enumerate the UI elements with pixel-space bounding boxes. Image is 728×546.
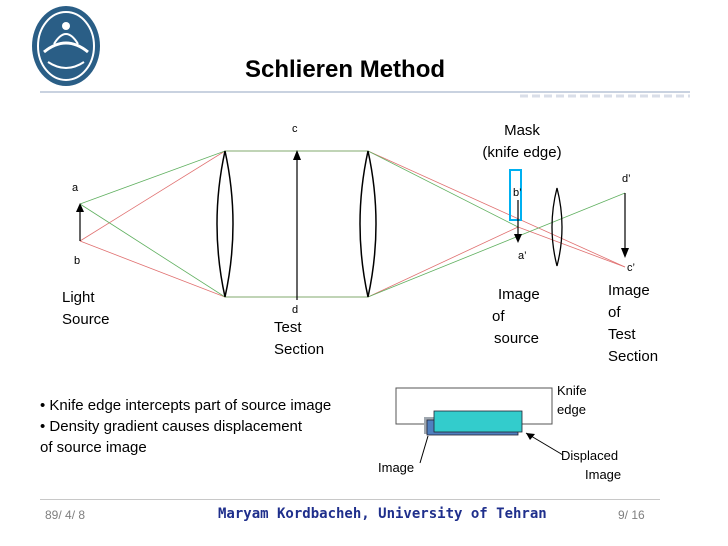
green-rays [79,150,626,298]
label-c: c [292,123,298,135]
bullet-item: • Density gradient causes displacement [40,418,303,435]
knife-edge-label: Knife edge [557,383,587,417]
image-label: Image [378,460,415,475]
page-number: 9/ 16 [618,508,645,522]
slide-title: Schlieren Method [244,56,446,83]
title-underline [40,91,690,98]
bullet-list: • Knife edge intercepts part of source i… [40,395,331,458]
label-c-prime: c’ [627,262,635,274]
lens-2 [359,150,377,298]
source-image-arrow [514,200,522,243]
image-of-source-label: Image of source [492,286,540,347]
bullet-item: of source image [40,439,147,456]
footer-author: Maryam Kordbacheh, University of Tehran [218,506,547,522]
displaced-image-label: Displaced Image [561,448,622,482]
schlieren-diagram [76,150,629,464]
label-b-prime: b’ [513,187,522,199]
test-image-arrow [621,193,629,258]
knife-edge-mask [509,169,522,221]
label-a-prime: a’ [518,250,527,262]
image-of-test-section-label: Image of Test Section [608,282,659,365]
label-b: b [74,255,81,267]
red-rays [79,150,626,298]
test-section-arrow [293,150,301,300]
test-section-label: Test Section [274,319,325,358]
label-d-prime: d’ [622,173,631,185]
light-source-label: Light Source [62,289,110,328]
mask-label: Mask (knife edge) [482,122,562,161]
light-source-arrow [76,203,84,241]
label-a: a [72,182,79,194]
bullet-item: • Knife edge intercepts part of source i… [40,397,332,414]
lens-3 [551,187,563,267]
footer-date: 89/ 4/ 8 [45,508,86,522]
university-logo-icon [32,6,100,86]
displaced-image-rect [433,410,523,433]
label-d: d [292,304,299,316]
knife-edge-inset [395,387,564,464]
lens-1 [216,150,234,298]
footer-divider [40,499,660,500]
